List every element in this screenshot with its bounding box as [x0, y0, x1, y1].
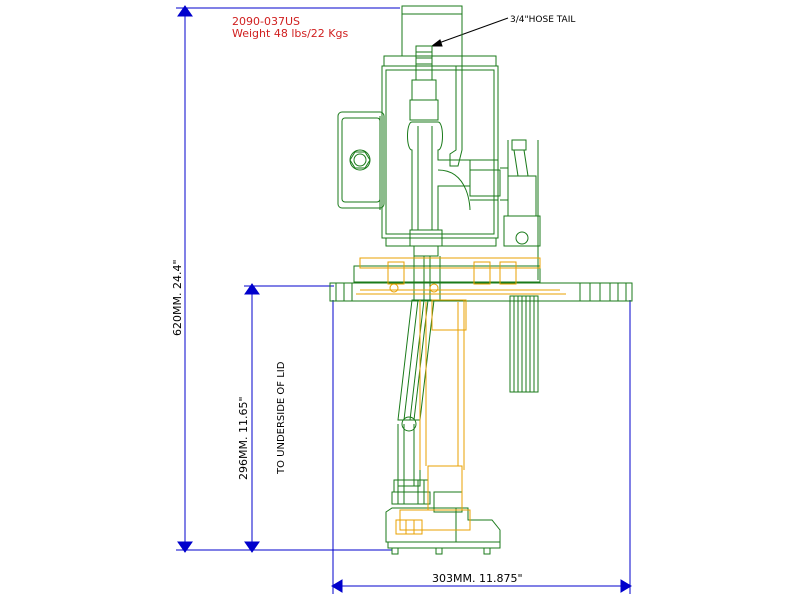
part-number-label: 2090-037US: [232, 15, 300, 28]
lid-height-dimension: 296MM. 11.65": [237, 396, 250, 480]
hose-tail-callout: 3/4"HOSE TAIL: [510, 15, 575, 25]
pump-body: [329, 5, 633, 555]
weight-label: Weight 48 lbs/22 Kgs: [232, 27, 349, 40]
dimension-lines: [176, 5, 632, 594]
underside-lid-note: TO UNDERSIDE OF LID: [276, 361, 287, 475]
overall-height-dimension: 620MM. 24.4": [171, 259, 184, 336]
callout-leader: [430, 17, 509, 47]
hidden-lines: [356, 257, 566, 535]
width-dimension: 303MM. 11.875": [432, 572, 523, 585]
